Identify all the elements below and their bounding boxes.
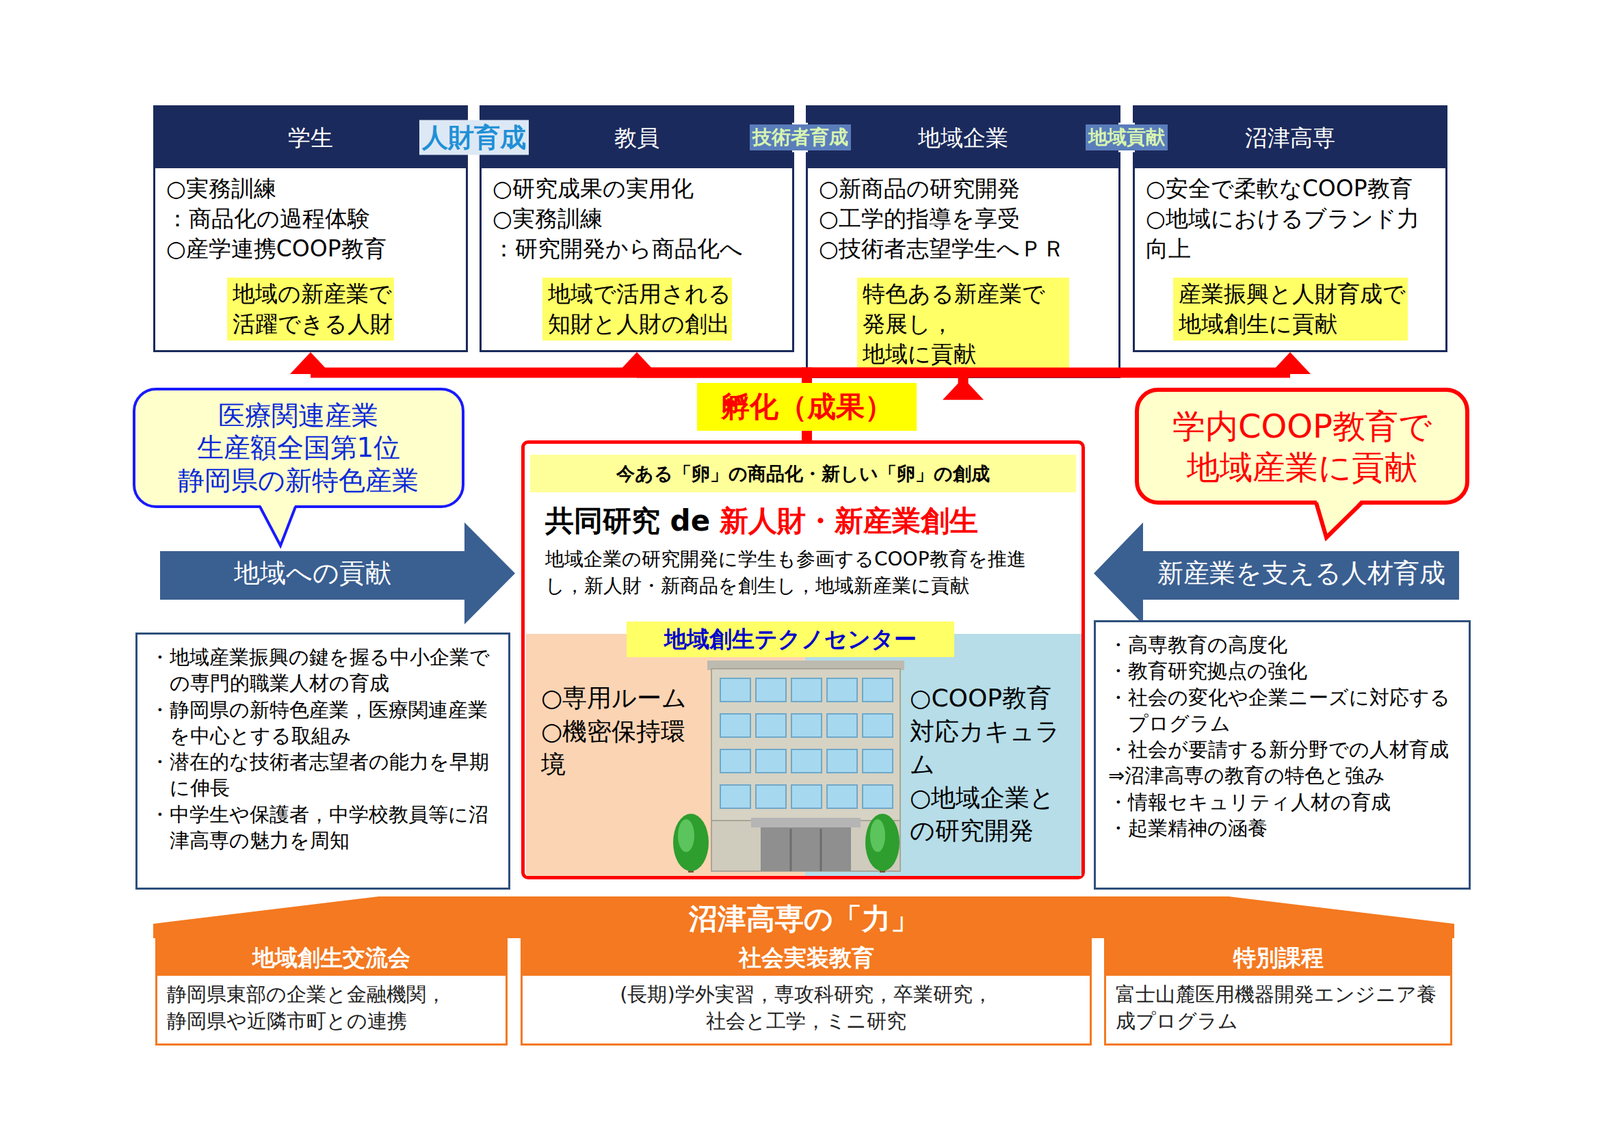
connector-arrow	[310, 372, 808, 384]
box-text: ○技術者志望学生へＰＲ	[807, 233, 1119, 265]
building-illustration	[673, 660, 905, 873]
box-text: 地域への貢献	[233, 556, 392, 592]
connector	[806, 430, 808, 441]
box-text: ・教育研究拠点の強化	[1108, 658, 1457, 685]
box-text: 地域企業の研究開発に学生も参画するCOOP教育を推進し，新人財・新商品を創生し，…	[545, 545, 1061, 600]
connector-arrow	[636, 372, 808, 384]
box-text: 孵化（成果）	[720, 387, 894, 427]
callout-tail	[1316, 499, 1362, 538]
arrow-label: 人財育成	[419, 120, 529, 156]
callout-tail	[259, 504, 296, 546]
box-text: 地域で活用される 知財と人財の創出	[542, 277, 732, 341]
list-box: ・高専教育の高度化・教育研究拠点の強化・社会の変化や企業ニーズに対応するプログラ…	[1093, 620, 1471, 890]
column-box: 地域企業 ○新商品の研究開発○工学的指導を享受○技術者志望学生へＰＲ 特色ある新産業…	[805, 105, 1121, 379]
box-text: ○機密保持環境	[541, 715, 702, 782]
arrow-head	[616, 352, 658, 375]
box-text: 地域創生テクノセンター	[664, 624, 917, 656]
box-text: 産業振興と人財育成で 地域創生に貢献	[1173, 277, 1408, 341]
arrow-shape: 地域への貢献	[160, 522, 516, 625]
connector-arrow	[807, 372, 1291, 384]
box-text: ○新商品の研究開発	[807, 173, 1119, 204]
box-text: ○COOP教育対応カキュラム	[909, 682, 1065, 782]
connector-arrow	[807, 372, 964, 399]
box-text: 地域の新産業で 活躍できる人財	[227, 277, 395, 341]
room-panel: ○専用ルーム○機密保持環境	[526, 634, 806, 877]
box-text: ・起業精神の涵養	[1108, 815, 1457, 842]
box-text: ・中学生や保護者，中学校教員等に沼津高専の魅力を周知	[149, 801, 496, 855]
connector	[807, 372, 985, 401]
shape-fill	[153, 896, 1455, 939]
callout-bubble: 学内COOP教育で 地域産業に貢献	[1134, 387, 1470, 505]
box-text: 地域企業	[807, 107, 1119, 169]
box-text: ○地域企業との研究開発	[909, 781, 1065, 849]
highlight-box: 産業振興と人財育成で 地域創生に貢献	[1173, 277, 1408, 341]
box-text: ○安全で柔軟なCOOP教育	[1134, 173, 1446, 204]
double-arrow	[380, 115, 568, 160]
arrow-label: 地域貢献	[1085, 124, 1168, 151]
box-text: (長期)学外実習，専攻科研究，卒業研究， 社会と工学，ミニ研究	[598, 976, 1015, 1041]
box-text: ・社会の変化や企業ニーズに対応するプログラム	[1108, 684, 1457, 738]
box-text: ○研究成果の実用化	[481, 173, 793, 204]
box-text: 地域創生交流会	[157, 940, 506, 977]
box-text: ・情報セキュリティ人材の育成	[1108, 789, 1457, 816]
program-box: 社会実装教育(長期)学外実習，専攻科研究，卒業研究， 社会と工学，ミニ研究	[520, 938, 1092, 1046]
arrow-head	[1269, 352, 1311, 375]
connector	[616, 352, 808, 384]
arrow-head	[942, 378, 984, 401]
double-arrow	[1045, 116, 1208, 159]
connector	[290, 352, 808, 384]
box-text: 特別課程	[1106, 940, 1451, 977]
box-text: ○専用ルーム	[541, 682, 702, 716]
connector	[807, 352, 1312, 384]
shape-fill	[1093, 522, 1460, 625]
connector	[719, 116, 881, 159]
box-text: 沼津高専の「力」	[688, 897, 920, 939]
highlight-box: 地域の新産業で 活躍できる人財	[227, 277, 395, 341]
box-text: 特色ある新産業で 発展し，地域に貢献	[857, 277, 1070, 372]
box-text: ○実務訓練	[481, 203, 793, 234]
result-label: 孵化（成果）	[697, 383, 917, 431]
title-label: 地域創生テクノセンター	[626, 621, 955, 658]
box-text: 静岡県東部の企業と金融機関， 静岡県や近隣市町との連携	[157, 976, 506, 1041]
connector	[1045, 116, 1208, 159]
box-text: 共同研究 de	[545, 502, 711, 541]
program-box: 特別課程富士山麓医用機器開発エンジニア養成プログラム	[1104, 938, 1453, 1046]
box-text: 社会実装教育	[522, 940, 1090, 977]
box-text: 学内COOP教育で 地域産業に貢献	[1160, 405, 1444, 488]
column-box: 沼津高専 ○安全で柔軟なCOOP教育○地域におけるブランド力向上産業振興と人財育成…	[1132, 105, 1448, 353]
arrow-shape: 新産業を支える人材育成	[1093, 522, 1460, 625]
double-arrow	[719, 116, 881, 159]
box-text: ・社会が要請する新分野での人材育成	[1108, 736, 1457, 763]
box-text: 沼津高専	[1134, 107, 1446, 169]
highlight-box: 地域で活用される 知財と人財の創出	[542, 277, 732, 341]
box-text: ⇒沼津高専の教育の特色と強み	[1108, 762, 1457, 789]
arrow-head	[290, 352, 332, 375]
box-text: ・潜在的な技術者志望者の能力を早期に伸長	[149, 749, 496, 802]
callout-bubble: 医療関連産業 生産額全国第1位 静岡県の新特色産業	[132, 387, 465, 509]
box-text: ○工学的指導を享受	[807, 203, 1119, 234]
box-text: ・静岡県の新特色産業，医療関連産業を中心とする取組み	[149, 697, 496, 750]
box-text: ・地域産業振興の鍵を握る中小企業での専門的職業人材の育成	[149, 644, 496, 698]
box-text: ・高専教育の高度化	[1108, 632, 1457, 659]
room-panel: ○COOP教育対応カキュラム○地域企業との研究開発	[805, 634, 1082, 877]
box-text: ○実務訓練	[155, 173, 466, 204]
box-text: 医療関連産業 生産額全国第1位 静岡県の新特色産業	[170, 399, 427, 498]
box-text: ：研究開発から商品化へ	[481, 233, 793, 265]
connector	[380, 115, 568, 160]
box-text: 新人財・新産業創生	[719, 502, 979, 541]
box-text: 富士山麓医用機器開発エンジニア養成プログラム	[1106, 976, 1451, 1041]
highlight-box: 特色ある新産業で 発展し，地域に貢献	[857, 277, 1070, 372]
shape-fill	[160, 522, 516, 625]
list-box: ・地域産業振興の鍵を握る中小企業での専門的職業人材の育成・静岡県の新特色産業，医…	[135, 632, 511, 890]
strength-band: 沼津高専の「力」	[153, 896, 1455, 939]
arrow-label: 技術者育成	[749, 124, 851, 151]
connector-line	[801, 430, 812, 441]
box-text: 今ある「卵」の商品化・新しい「卵」の創成	[530, 454, 1077, 493]
box-text: ○地域におけるブランド力向上	[1134, 203, 1446, 265]
box-text: 新産業を支える人材育成	[1157, 556, 1446, 592]
program-box: 地域創生交流会静岡県東部の企業と金融機関， 静岡県や近隣市町との連携	[155, 938, 508, 1046]
box-text: ：商品化の過程体験	[155, 203, 466, 234]
box-text: ○産学連携COOP教育	[155, 233, 466, 265]
center-box: 今ある「卵」の商品化・新しい「卵」の創成共同研究 de新人財・新産業創生地域企業…	[521, 440, 1085, 880]
